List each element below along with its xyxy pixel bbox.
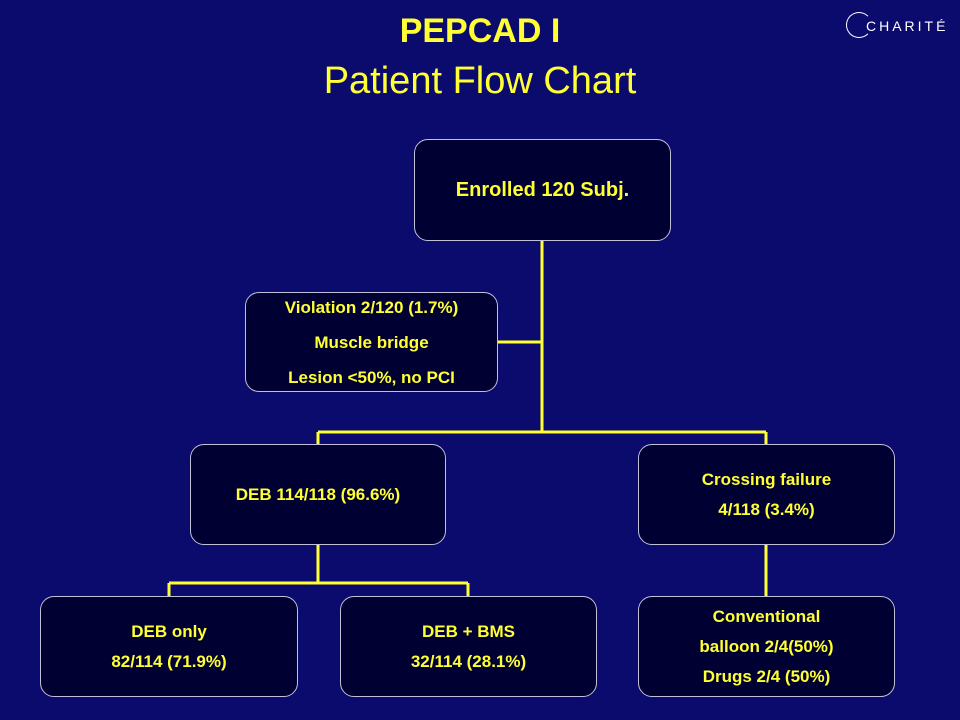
node-deb-bms: DEB + BMS 32/114 (28.1%): [340, 596, 597, 697]
charite-logo: CHARITÉ: [838, 6, 948, 46]
node-enrolled: Enrolled 120 Subj.: [414, 139, 671, 241]
node-deb-only-line-2: 82/114 (71.9%): [111, 651, 227, 671]
node-conventional-line-2: balloon 2/4(50%): [699, 636, 834, 656]
node-violation-line-2: Muscle bridge: [314, 332, 429, 352]
node-deb-only-line-1: DEB only: [131, 621, 207, 641]
page-subtitle: Patient Flow Chart: [323, 60, 637, 102]
node-deb-bms-line-1: DEB + BMS: [421, 621, 516, 641]
node-violation-line-1: Violation 2/120 (1.7%): [284, 297, 459, 317]
node-deb: DEB 114/118 (96.6%): [190, 444, 446, 545]
node-conventional: Conventional balloon 2/4(50%) Drugs 2/4 …: [638, 596, 895, 697]
node-violation-line-3: Lesion <50%, no PCI: [288, 367, 455, 387]
node-deb-line-1: DEB 114/118 (96.6%): [235, 484, 401, 504]
node-crossing-line-2: 4/118 (3.4%): [718, 499, 815, 519]
logo-c-icon: [846, 12, 872, 38]
page-title: PEPCAD I: [399, 12, 561, 50]
node-violation: Violation 2/120 (1.7%) Muscle bridge Les…: [245, 292, 498, 392]
node-crossing-line-1: Crossing failure: [701, 469, 832, 489]
node-deb-bms-line-2: 32/114 (28.1%): [410, 651, 527, 671]
node-crossing-failure: Crossing failure 4/118 (3.4%): [638, 444, 895, 545]
node-conventional-line-3: Drugs 2/4 (50%): [702, 666, 831, 686]
node-conventional-line-1: Conventional: [712, 606, 821, 626]
node-deb-only: DEB only 82/114 (71.9%): [40, 596, 298, 697]
logo-text: CHARITÉ: [866, 18, 949, 34]
node-enrolled-line-1: Enrolled 120 Subj.: [455, 178, 630, 201]
